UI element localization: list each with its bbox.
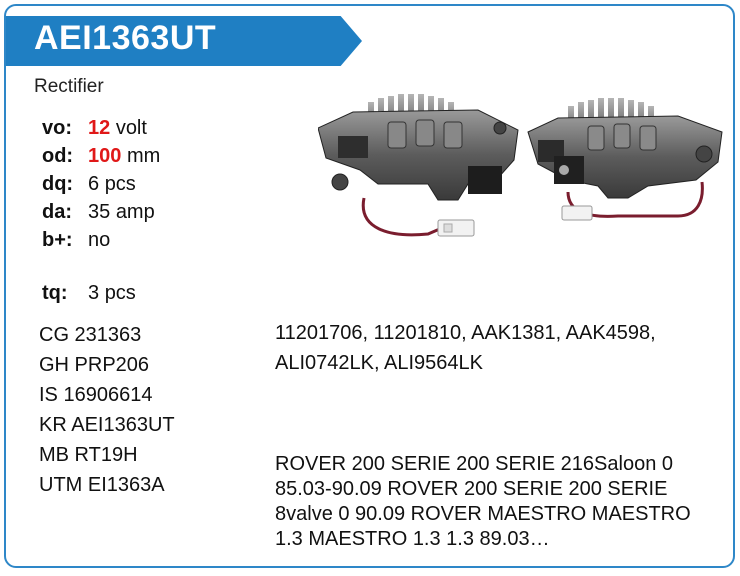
product-type: Rectifier [34,76,104,97]
spec-unit: amp [115,201,155,223]
spec-key: da: [42,201,72,223]
spec-key: b+: [42,229,73,251]
rectifier-left-view [318,94,519,237]
spec-row-tq: tq: 3 pcs [42,279,136,307]
spec-value: 3 [88,282,100,304]
spec-unit: volt [115,117,147,139]
cross-ref-item: IS 16906614 [39,384,153,406]
spec-key: dq: [42,173,74,195]
spec-unit: pcs [104,173,136,195]
spec-value: 12 [88,117,111,139]
spec-unit: pcs [104,282,136,304]
rectifier-photo-icon [318,94,723,237]
rectifier-right-view [527,98,723,221]
spec-row-vo: vo: 12 volt [42,114,147,142]
spec-row-od: od: 100 mm [42,142,160,170]
spec-row-dq: dq: 6 pcs [42,170,136,198]
product-title: AEI1363UT [34,19,217,57]
cross-ref-item: KR AEI1363UT [39,414,175,436]
spec-key: od: [42,145,74,167]
spec-value: no [88,229,111,251]
spec-value: 6 [88,173,100,195]
spec-unit: mm [126,145,161,167]
oem-numbers: 11201706, 11201810, AAK1381, AAK4598, AL… [275,322,656,374]
cross-ref-item: CG 231363 [39,324,142,346]
spec-row-da: da: 35 amp [42,198,155,226]
spec-value: 100 [88,145,122,167]
title-banner [6,16,362,66]
spec-value: 35 [88,201,111,223]
spec-row-bplus: b+: no [42,226,110,254]
cross-ref-item: GH PRP206 [39,354,150,376]
vehicle-applications: ROVER 200 SERIE 200 SERIE 216Saloon 0 85… [275,453,691,550]
cross-ref-item: UTM EI1363A [39,474,165,496]
cross-ref-item: MB RT19H [39,444,138,466]
spec-key: tq: [42,282,68,304]
cross-reference-list: CG 231363 GH PRP206 IS 16906614 KR AEI13… [39,320,175,500]
spec-key: vo: [42,117,72,139]
